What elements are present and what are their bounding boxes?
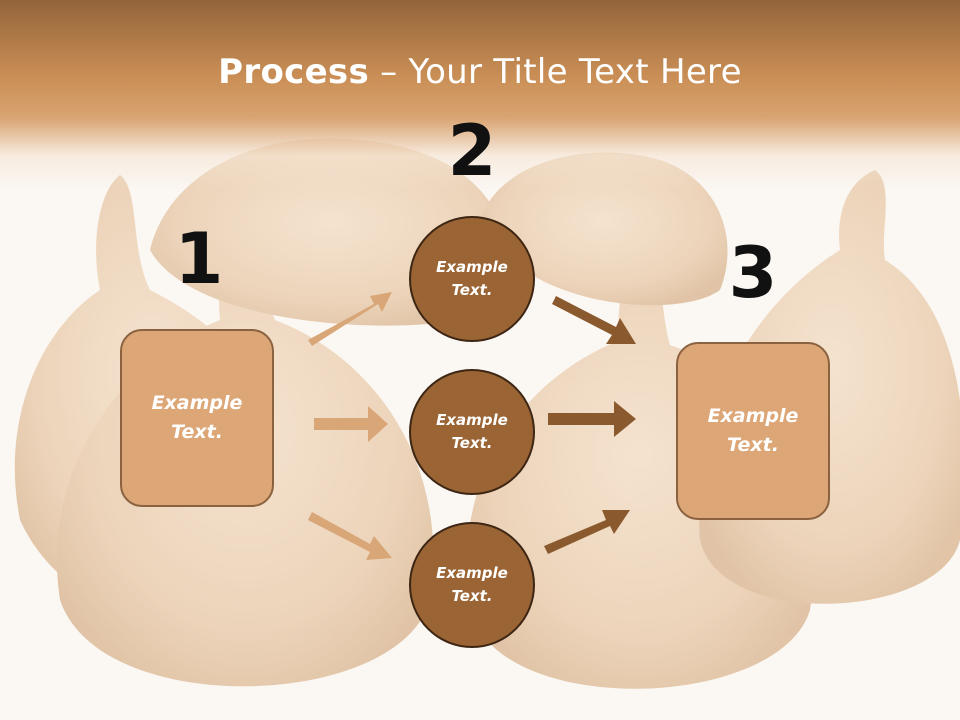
arrow-left-up [308, 292, 392, 346]
step-number-3: 3 [728, 232, 778, 314]
step-2-circle-top[interactable]: Example Text. [409, 216, 535, 342]
circle-bottom-text: Example Text. [436, 564, 508, 605]
step-3-box-text: Example Text. [707, 405, 799, 456]
arrow-left-down [308, 512, 392, 560]
step-3-box[interactable]: Example Text. [676, 342, 830, 520]
title-bold: Process [218, 52, 370, 92]
step-number-2: 2 [447, 110, 497, 192]
circle-top-text: Example Text. [436, 258, 508, 299]
step-2-circle-bottom[interactable]: Example Text. [409, 522, 535, 648]
step-1-box[interactable]: Example Text. [120, 329, 274, 507]
arrow-right-mid [548, 401, 636, 437]
circle-middle-text: Example Text. [436, 411, 508, 452]
title-rest: – Your Title Text Here [369, 52, 742, 92]
arrow-right-up [552, 296, 636, 344]
step-2-circle-middle[interactable]: Example Text. [409, 369, 535, 495]
arrow-left-mid [314, 406, 388, 442]
title-bar [0, 0, 960, 190]
step-number-1: 1 [174, 218, 224, 300]
step-1-box-text: Example Text. [151, 392, 243, 443]
arrow-right-down [544, 510, 630, 554]
slide-title: Process – Your Title Text Here [0, 52, 960, 92]
